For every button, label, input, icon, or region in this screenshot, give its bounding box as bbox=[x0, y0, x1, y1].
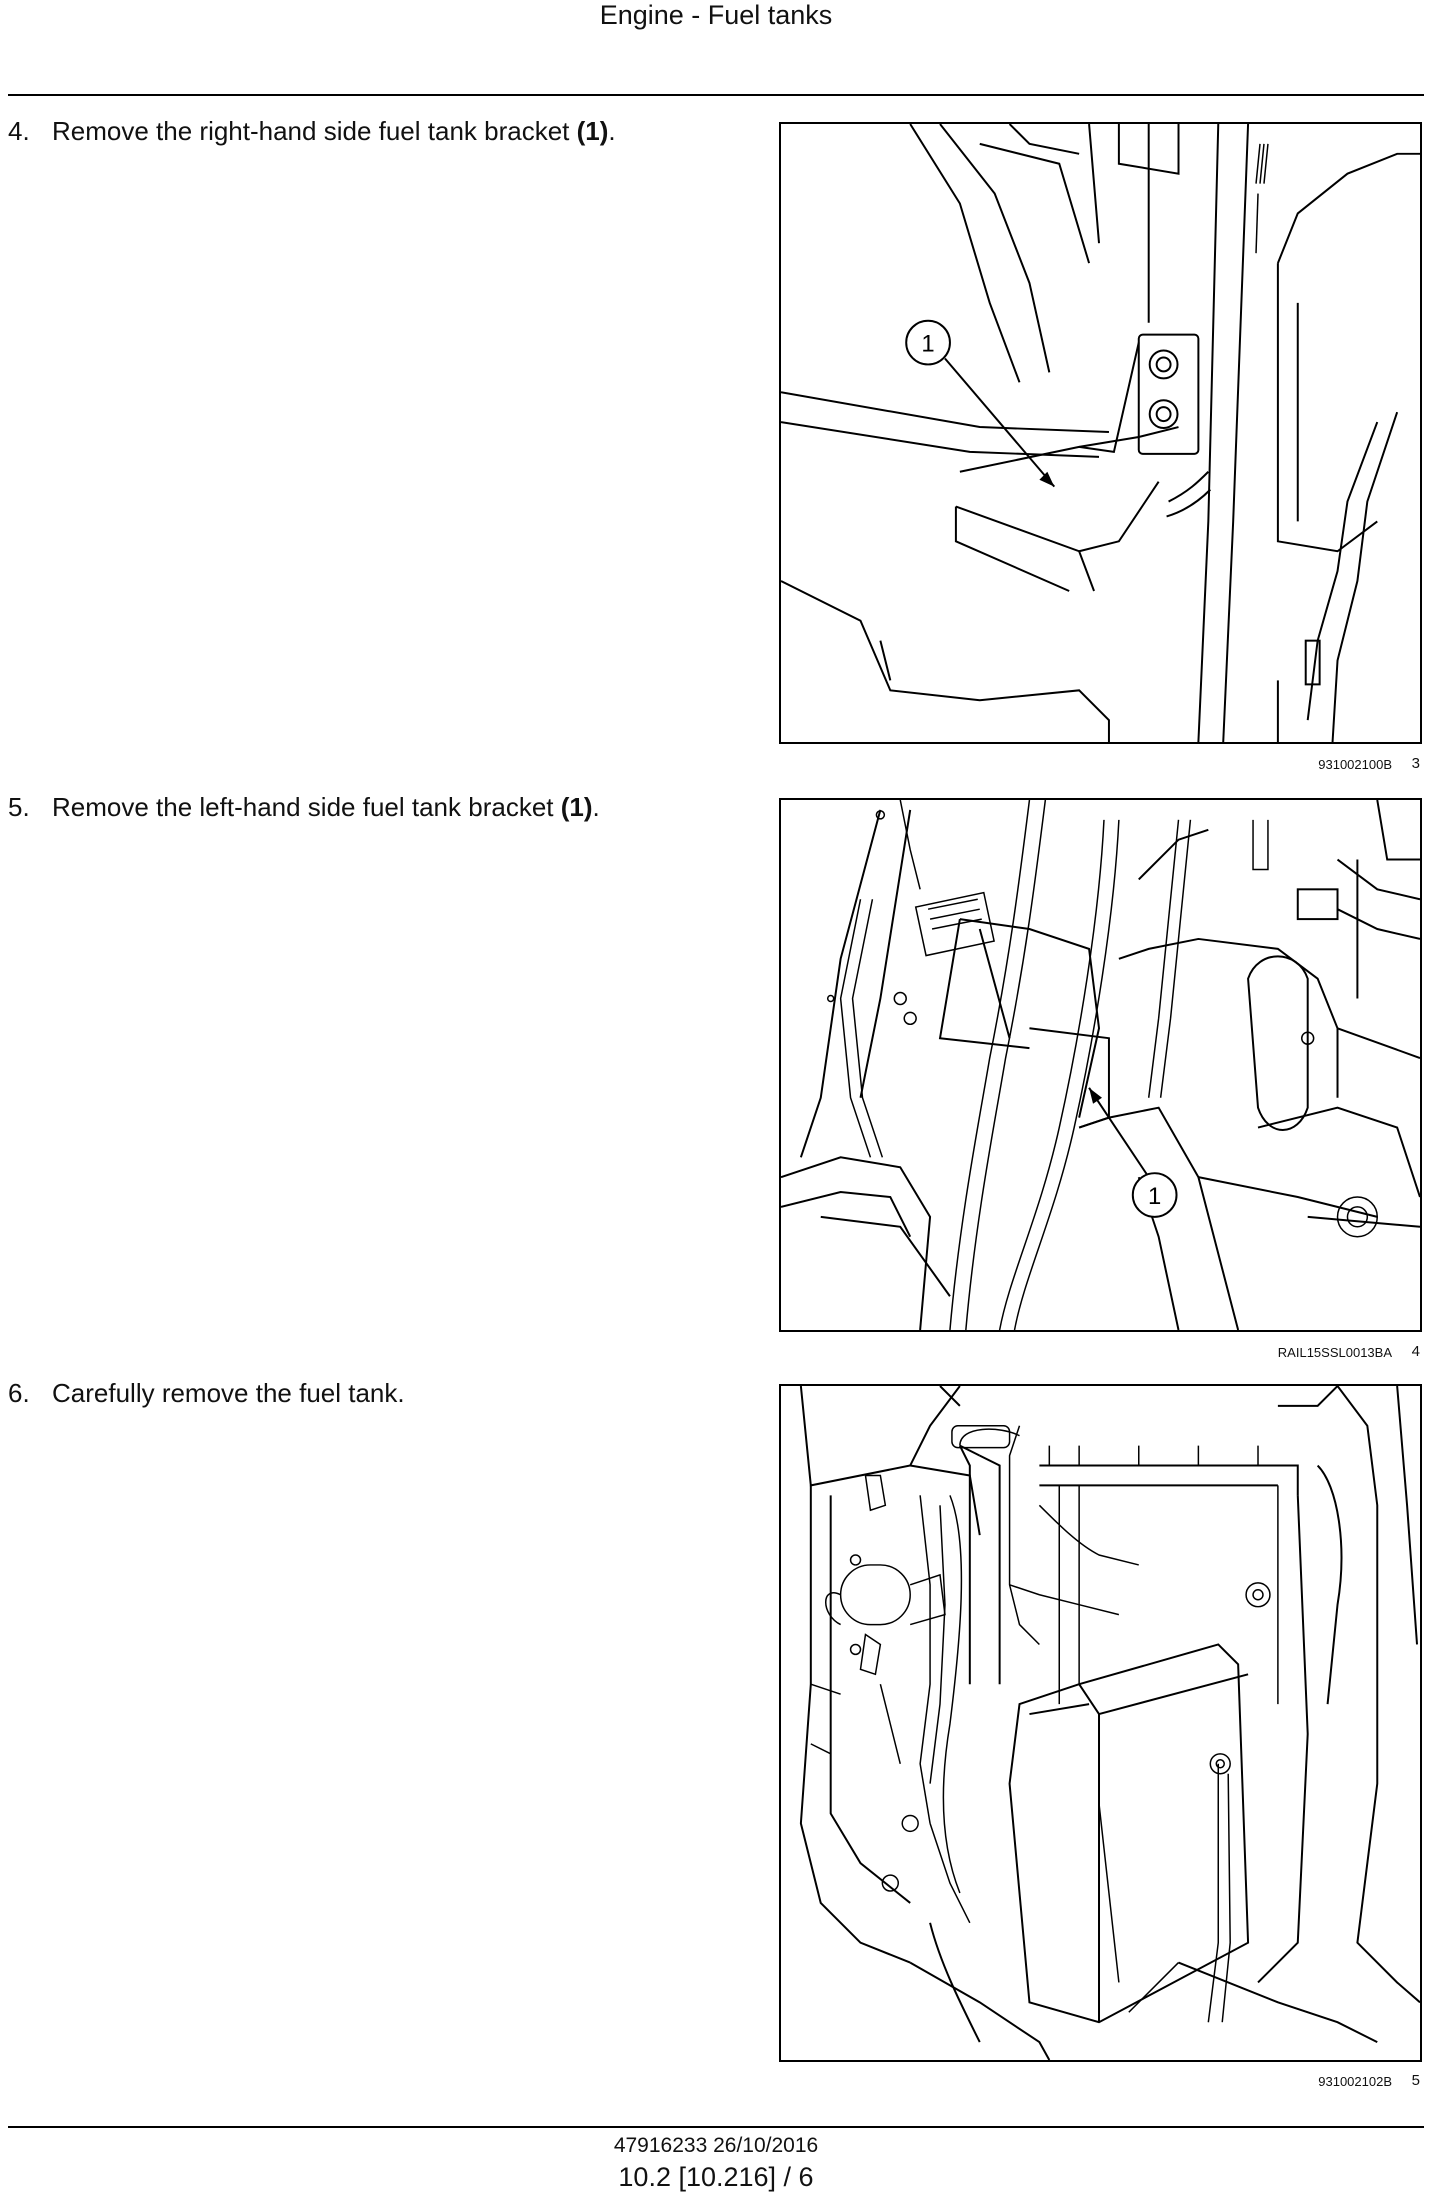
step-text-end: . bbox=[608, 116, 616, 146]
step-text-end: . bbox=[592, 792, 600, 822]
fuel-tank-illustration bbox=[799, 1386, 1420, 2060]
figure-number: 3 bbox=[1411, 755, 1420, 772]
step-ref: (1) bbox=[560, 792, 593, 822]
figure-ref-code: 931002102B bbox=[1318, 2074, 1392, 2089]
figure-5-fuel-tank bbox=[779, 1384, 1422, 2062]
step-text: Remove the right-hand side fuel tank bra… bbox=[52, 116, 577, 146]
callout-label: 1 bbox=[921, 331, 934, 358]
footer-doc-code: 47916233 26/10/2016 bbox=[613, 2134, 819, 2157]
callout-label: 1 bbox=[1148, 1183, 1161, 1210]
bracket-right-illustration: 1 bbox=[781, 124, 1420, 742]
footer-divider bbox=[8, 2126, 1424, 2128]
step-4: 4. Remove the right-hand side fuel tank b… bbox=[8, 116, 748, 146]
figure-3-bracket-right: 1 bbox=[779, 122, 1422, 744]
step-5: 5. Remove the left-hand side fuel tank br… bbox=[8, 792, 748, 822]
figure-ref-code: 931002100B bbox=[1318, 757, 1392, 772]
step-ref: (1) bbox=[576, 116, 609, 146]
figure-number: 5 bbox=[1411, 2072, 1420, 2089]
step-6: 6. Carefully remove the fuel tank. bbox=[8, 1378, 748, 1408]
header-divider bbox=[8, 94, 1424, 96]
figure-4-bracket-left: 1 bbox=[779, 798, 1422, 1332]
step-number: 5. bbox=[8, 792, 30, 822]
step-text: Remove the left-hand side fuel tank brac… bbox=[52, 792, 561, 822]
step-text: Carefully remove the fuel tank. bbox=[52, 1378, 405, 1408]
figure-ref-code: RAIL15SSL0013BA bbox=[1277, 1345, 1392, 1360]
step-number: 4. bbox=[8, 116, 30, 146]
footer-page-label: 10.2 [10.216] / 6 bbox=[618, 2162, 814, 2192]
bracket-left-illustration: 1 bbox=[781, 800, 1420, 1330]
page-title: Engine - Fuel tanks bbox=[599, 0, 833, 30]
step-number: 6. bbox=[8, 1378, 30, 1408]
figure-number: 4 bbox=[1411, 1343, 1420, 1360]
